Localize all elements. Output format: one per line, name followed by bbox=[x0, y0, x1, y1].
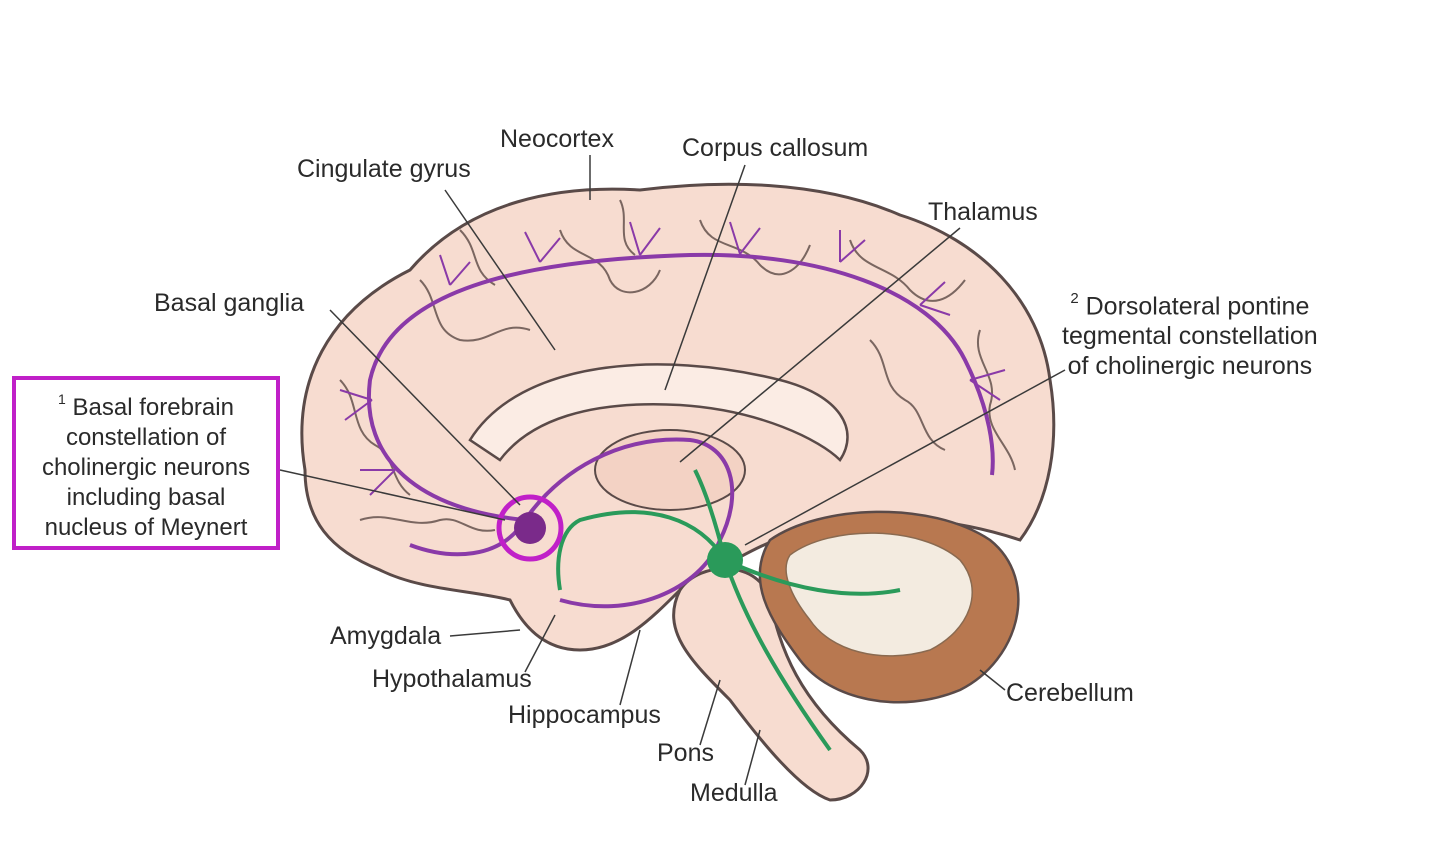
leader-hypothalamus bbox=[524, 614, 556, 673]
pontine-pathway bbox=[556, 469, 901, 752]
gyri-folds bbox=[339, 199, 1016, 532]
basal-forebrain-footnote: 1 bbox=[58, 391, 66, 407]
label-corpus-callosum: Corpus callosum bbox=[682, 134, 869, 162]
thalamus-shape bbox=[594, 429, 746, 511]
leader-pontine bbox=[744, 369, 1066, 546]
label-cingulate-gyrus: Cingulate gyrus bbox=[297, 155, 471, 183]
basal-forebrain-line-4: including basal bbox=[66, 484, 226, 511]
basal-forebrain-highlight-box bbox=[12, 376, 280, 550]
cerebrum-outline bbox=[300, 182, 1056, 652]
leader-lines bbox=[279, 155, 1066, 786]
leader-basal-ganglia bbox=[329, 309, 521, 506]
pontine-nucleus bbox=[707, 542, 743, 578]
label-hypothalamus: Hypothalamus bbox=[372, 665, 532, 693]
basal-forebrain-line-3: cholinergic neurons bbox=[41, 454, 251, 481]
basal-forebrain-line-1: Basal forebrain bbox=[72, 394, 234, 421]
basal-forebrain-line-5: nucleus of Meynert bbox=[44, 514, 248, 541]
label-medulla: Medulla bbox=[690, 779, 778, 807]
leader-amygdala bbox=[449, 629, 521, 637]
pontine-line-2: tegmental constellation bbox=[1062, 322, 1318, 351]
corpus-callosum-shape bbox=[468, 363, 849, 462]
pontine-footnote: 2 bbox=[1070, 290, 1079, 307]
leader-cingulate-gyrus bbox=[444, 189, 556, 351]
label-neocortex: Neocortex bbox=[500, 125, 614, 153]
leader-basal-forebrain bbox=[279, 469, 506, 521]
basal-forebrain-nucleus bbox=[514, 512, 546, 544]
basal-forebrain-line-2: constellation of bbox=[65, 424, 227, 451]
label-amygdala: Amygdala bbox=[330, 622, 442, 650]
label-thalamus: Thalamus bbox=[928, 198, 1038, 226]
label-pons: Pons bbox=[657, 739, 714, 767]
pontine-line-1: Dorsolateral pontine bbox=[1085, 292, 1310, 321]
label-basal-ganglia: Basal ganglia bbox=[154, 289, 305, 317]
basal-forebrain-branches bbox=[339, 221, 1006, 496]
leader-thalamus bbox=[679, 227, 961, 463]
leader-hippocampus bbox=[619, 629, 641, 706]
label-cerebellum: Cerebellum bbox=[1006, 679, 1134, 707]
pontine-line-3: of cholinergic neurons bbox=[1067, 352, 1313, 381]
label-basal-forebrain-constellation: 1 Basal forebrain constellation of choli… bbox=[16, 386, 276, 543]
leader-medulla bbox=[744, 729, 761, 786]
leader-corpus-callosum bbox=[664, 164, 746, 391]
label-hippocampus: Hippocampus bbox=[508, 701, 661, 729]
leader-cerebellum bbox=[979, 669, 1006, 691]
label-pontine-constellation: 2 Dorsolateral pontine tegmental constel… bbox=[1062, 286, 1318, 381]
basal-forebrain-highlight-ring bbox=[496, 494, 564, 562]
leader-pons bbox=[699, 679, 721, 746]
